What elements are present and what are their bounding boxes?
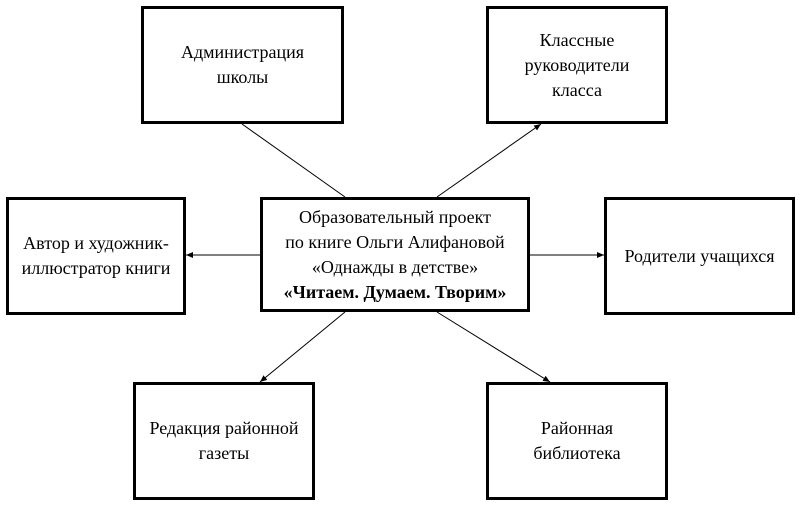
link-administration <box>241 123 346 198</box>
newspaper-line-2: газеты <box>198 443 250 463</box>
author-box: Автор и художник- иллюстратор книги <box>6 197 186 315</box>
center-project-box: Образовательный проект по книге Ольги Ал… <box>260 197 530 312</box>
author-line-2: иллюстратор книги <box>21 258 171 278</box>
link-library <box>436 311 551 383</box>
class-teachers-line-3: класса <box>552 79 602 100</box>
administration-box: Администрация школы <box>141 6 344 124</box>
administration-line-1: Администрация <box>180 42 305 62</box>
library-line-1: Районная <box>540 418 614 438</box>
library-box: Районная библиотека <box>486 382 668 500</box>
class-teachers-line-1: Классные <box>539 29 615 50</box>
parents-line-1: Родители учащихся <box>624 245 775 266</box>
parents-box: Родители учащихся <box>604 197 795 315</box>
class-teachers-box: Классные руководители класса <box>486 6 668 124</box>
link-class-teachers <box>436 123 542 198</box>
library-line-2: библиотека <box>533 443 621 463</box>
center-line-3: «Однажды в детстве» <box>311 256 479 277</box>
center-line-2: по книге Ольги Алифановой <box>285 231 505 252</box>
newspaper-line-1: Редакция районной <box>149 418 299 438</box>
newspaper-box: Редакция районной газеты <box>133 382 315 500</box>
link-newspaper <box>259 311 346 383</box>
author-line-1: Автор и художник- <box>23 233 169 253</box>
administration-line-2: школы <box>216 67 269 87</box>
center-line-4: «Читаем. Думаем. Творим» <box>283 281 507 302</box>
class-teachers-line-2: руководители <box>524 54 630 75</box>
center-line-1: Образовательный проект <box>298 206 492 227</box>
